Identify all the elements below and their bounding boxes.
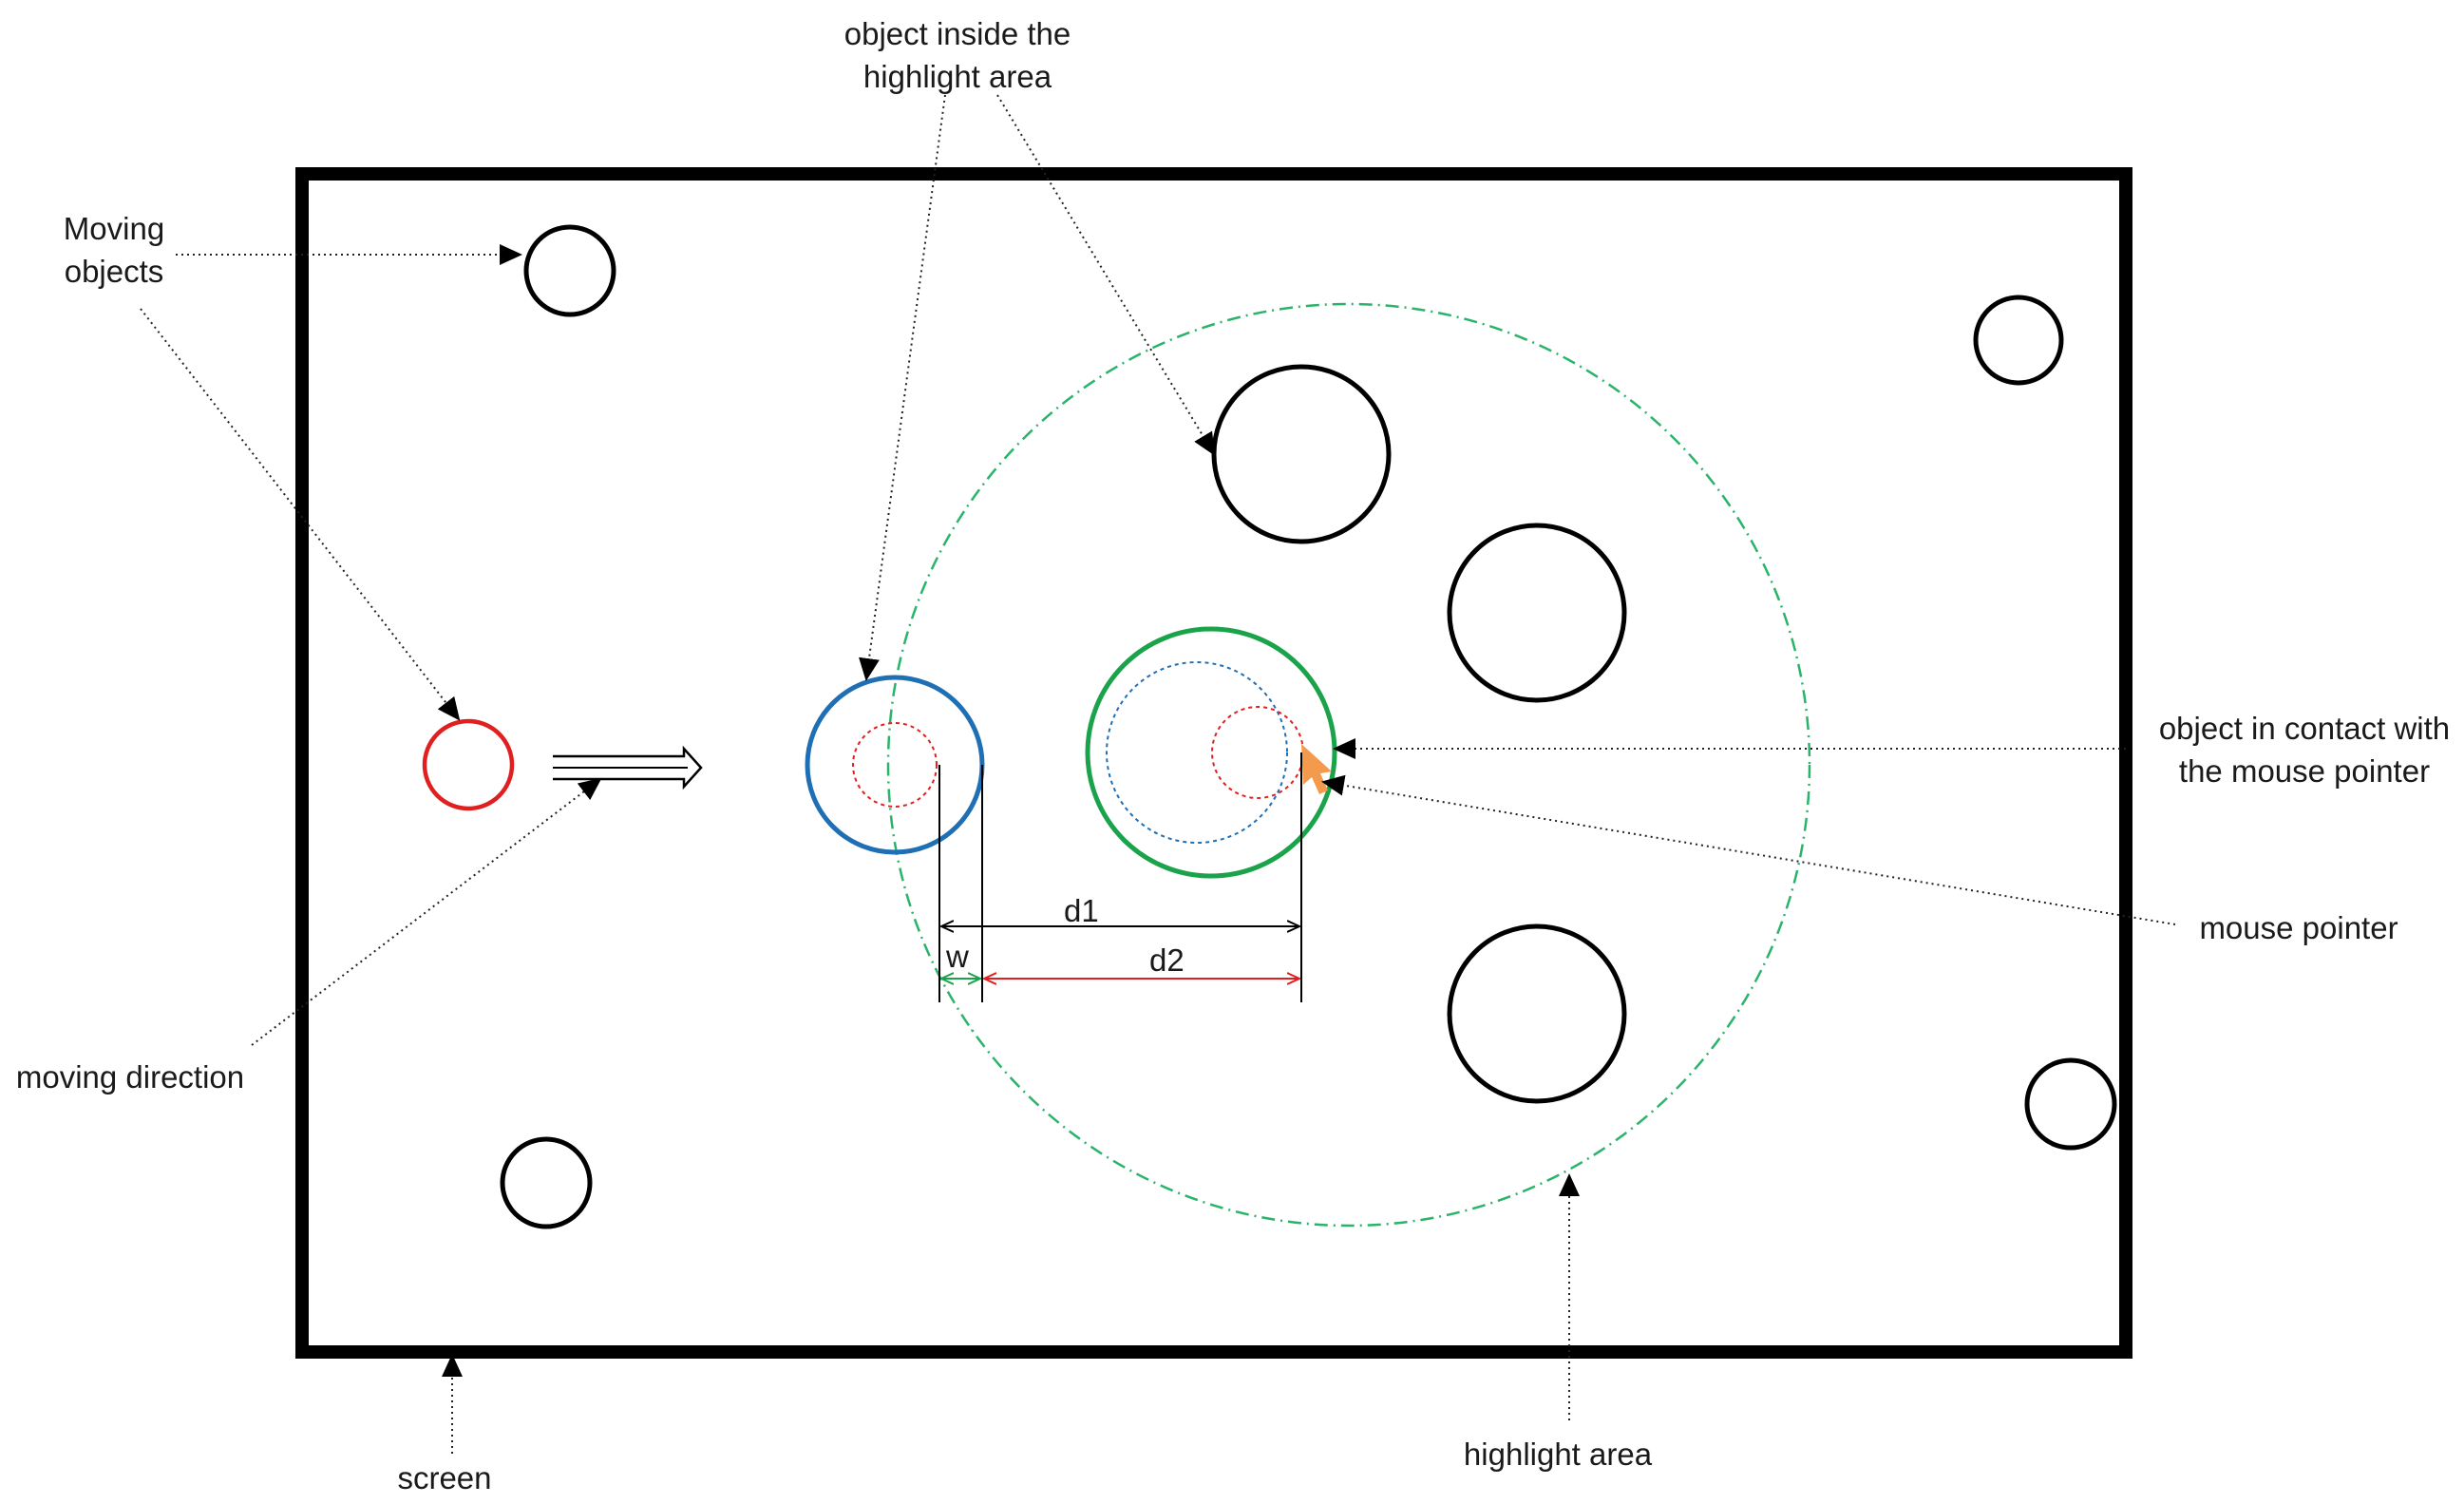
contact-object — [1085, 626, 1337, 879]
red-moving-object — [422, 718, 515, 811]
mouse-cursor-icon — [1301, 744, 1332, 794]
moving-object — [2024, 1057, 2117, 1151]
label-moving-direction: moving direction — [16, 1059, 244, 1095]
moving-object — [1973, 295, 2064, 386]
screen-border — [295, 167, 2132, 1359]
label-mouse-pointer: mouse pointer — [2199, 910, 2398, 945]
leader-moving-direction — [251, 777, 602, 1046]
label-moving-objects-line1: Moving — [64, 211, 164, 246]
moving-object — [1211, 364, 1392, 544]
label-object-inside-line1: object inside the — [844, 16, 1071, 51]
moving-object — [1447, 523, 1627, 703]
label-moving-objects-line2: objects — [65, 254, 164, 289]
contact-object-inner — [1106, 661, 1288, 844]
label-highlight-area: highlight area — [1464, 1437, 1653, 1472]
label-object-contact-line1: object in contact with — [2159, 711, 2450, 746]
label-object-inside-line2: highlight area — [863, 59, 1052, 94]
label-screen: screen — [397, 1460, 491, 1495]
inside-object-core — [852, 722, 938, 808]
w-label: w — [945, 939, 969, 974]
leader-mouse-pointer — [1321, 774, 2176, 925]
contact-object-core — [1211, 706, 1304, 799]
d1-label: d1 — [1064, 893, 1099, 928]
inside-object — [805, 675, 985, 855]
leader-object-inside-2 — [996, 94, 1216, 456]
leader-object-inside-1 — [859, 94, 946, 681]
moving-object — [1447, 923, 1627, 1104]
label-object-contact-line2: the mouse pointer — [2179, 753, 2430, 789]
highlight-area-circle — [886, 302, 1811, 1228]
moving-object — [523, 224, 616, 317]
d2-label: d2 — [1149, 942, 1185, 978]
hollow-right-arrow-icon — [553, 745, 703, 790]
leader-moving-objects-2 — [140, 308, 461, 721]
moving-object — [500, 1136, 593, 1229]
